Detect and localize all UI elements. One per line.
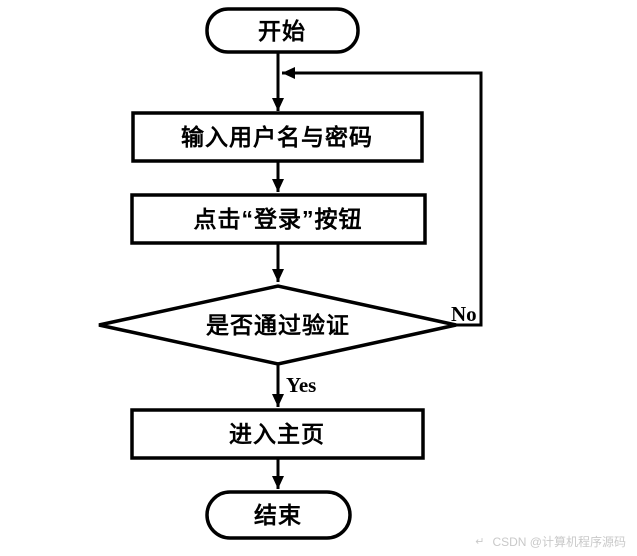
edge-verify-no-loop [282, 67, 483, 327]
node-click-login-shape [130, 193, 427, 245]
watermark-text: CSDN @计算机程序源码 [492, 535, 626, 549]
node-start-shape [205, 7, 360, 54]
node-input-credentials-shape [131, 111, 424, 163]
node-verify: 是否通过验证 [98, 284, 457, 366]
node-input-credentials: 输入用户名与密码 [131, 111, 424, 163]
node-start: 开始 [205, 7, 360, 54]
node-verify-label: 是否通过验证 [206, 312, 350, 338]
node-enter-home-label: 进入主页 [229, 421, 325, 447]
node-click-login: 点击“登录”按钮 [130, 193, 427, 245]
node-enter-home-shape [130, 408, 425, 460]
watermark: ↵ CSDN @计算机程序源码 [475, 533, 626, 550]
edge-label-no: No [451, 302, 477, 326]
return-arrow-icon: ↵ [475, 536, 485, 548]
node-enter-home: 进入主页 [130, 408, 425, 460]
node-end-label: 结束 [254, 502, 302, 528]
node-end: 结束 [205, 490, 352, 540]
node-click-login-label: 点击“登录”按钮 [194, 206, 363, 232]
node-end-shape [205, 490, 352, 540]
edge-label-yes: Yes [286, 373, 316, 397]
node-input-credentials-label: 输入用户名与密码 [181, 124, 373, 150]
node-start-label: 开始 [258, 18, 306, 44]
node-verify-shape [98, 284, 457, 366]
